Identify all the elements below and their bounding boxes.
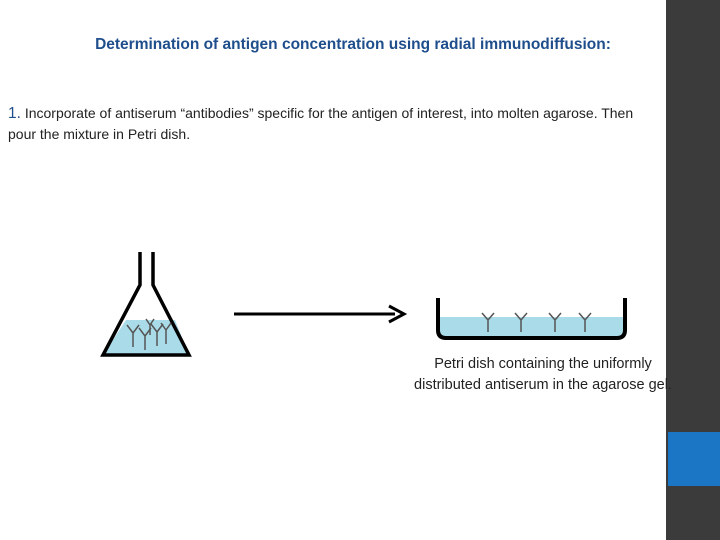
petri-caption: Petri dish containing the uniformly dist… <box>414 356 672 393</box>
diagram <box>100 252 627 357</box>
antibody-icon <box>481 312 495 332</box>
antibody-icon <box>514 312 528 332</box>
antibody-icon <box>126 324 140 347</box>
flask-liquid <box>103 320 189 355</box>
flask-outline <box>100 252 192 357</box>
step-number: 1. <box>8 105 21 122</box>
antibody-icon <box>160 322 172 344</box>
flask-antibodies <box>126 318 172 350</box>
step-body: Incorporate of antiserum “antibodies” sp… <box>8 105 634 142</box>
flask-icon <box>100 252 192 357</box>
antibody-icon <box>548 312 562 332</box>
petri-dish-icon <box>436 298 627 340</box>
antibody-icon <box>578 312 592 332</box>
slide-title: Determination of antigen concentration u… <box>95 36 611 53</box>
sidebar-accent-block <box>668 432 720 486</box>
step-description: 1. Incorporate of antiserum “antibodies”… <box>8 103 663 145</box>
petri-gel <box>439 317 623 337</box>
petri-antibodies <box>481 312 592 332</box>
antibody-icon <box>145 318 155 335</box>
arrow-right-icon <box>234 304 408 324</box>
petri-outline <box>436 298 627 340</box>
